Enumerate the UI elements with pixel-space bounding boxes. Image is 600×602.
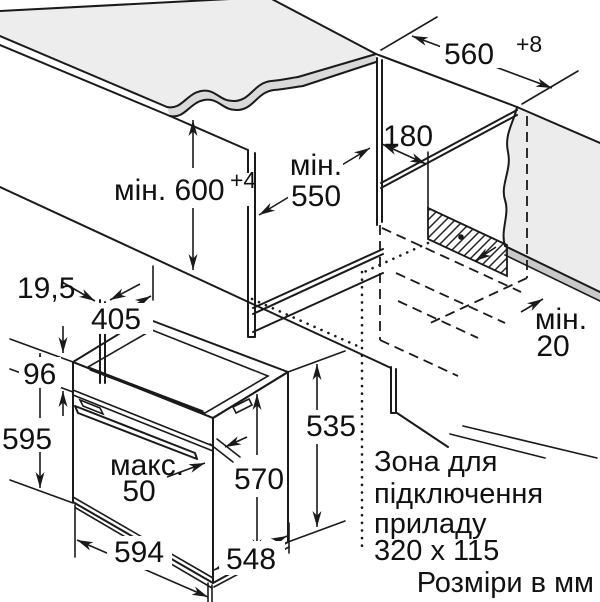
baseboard-band [505,246,600,301]
panel-height-label: 96 [23,358,56,391]
rear-gap-word: мін. [535,303,587,336]
niche-width-label: 560 [444,38,494,71]
wall-edges [502,106,600,302]
rear-gap-label: 20 [536,330,569,363]
cabinet-foot [390,366,449,448]
countertop-break-band [167,77,303,117]
dim-180 [381,143,427,165]
base-run-edge [0,186,392,369]
dim-50-b [224,436,248,448]
connection-zone-size: 320 x 115 [374,535,499,567]
label-backgrounds [19,36,546,575]
back-wall-surface [503,107,600,292]
dim-19-b [109,283,141,301]
body-height-label: 570 [234,463,284,496]
tall-cabinet [0,53,598,459]
niche-back-corner-edge [376,57,383,226]
dim-19-a [61,281,96,302]
oven-top-recess-shadow [89,367,204,414]
rear-height-label: 535 [306,410,356,443]
top-depth-label: 405 [91,303,141,336]
door-clearance-word: макс. [110,449,184,482]
connection-zone-line2: підключення [374,478,543,510]
niche-depth-label: 550 [291,180,341,213]
niche-height-tolerance: +4 [230,167,256,193]
vent-cutout [427,151,508,278]
vent-hatch-area [427,206,508,278]
niche-height-label: мін. 600 [114,174,225,207]
niche-depth-word: мін. [290,149,342,182]
connection-zone-text: Зона для підключення приладу 320 x 115 [374,446,543,567]
dimension-labels: 560 +8 мін. 600 +4 мін. 550 180 мін. 20 … [2,31,587,576]
niche-bottom-rail [252,272,384,333]
countertop-edges [0,0,377,118]
cabinet-side-top-edge [169,115,249,151]
niche-floor-front-edge [252,248,384,315]
display-slot [78,398,105,416]
dim-20-b [520,298,544,313]
body-width-label: 594 [114,536,164,569]
countertop [0,0,376,117]
hidden-edges [379,116,528,377]
units-note: Розміри в мм [417,567,594,599]
front-trim-label: 19,5 [17,272,75,305]
front-height-label: 595 [2,423,52,456]
side-grip-slot [231,397,254,415]
door-clearance-label: 50 [122,475,155,508]
control-panel-divider [72,389,214,452]
connection-zone-line1: Зона для [374,446,497,478]
dim-50-a [166,462,206,478]
niche-width-tolerance: +8 [516,31,542,57]
door-handle [74,405,198,460]
dim-20-a [474,246,497,262]
body-depth-label: 548 [226,543,276,576]
floor-leader-lines [449,425,598,459]
vent-offset-label: 180 [383,120,433,153]
countertop-top-surface [0,0,376,108]
vent-center-dot [458,234,464,240]
connection-zone-line3: приладу [374,508,487,540]
countertop-edge-band [298,54,376,86]
connection-zone-lines [250,241,430,555]
niche-side-top-rail [380,109,518,189]
